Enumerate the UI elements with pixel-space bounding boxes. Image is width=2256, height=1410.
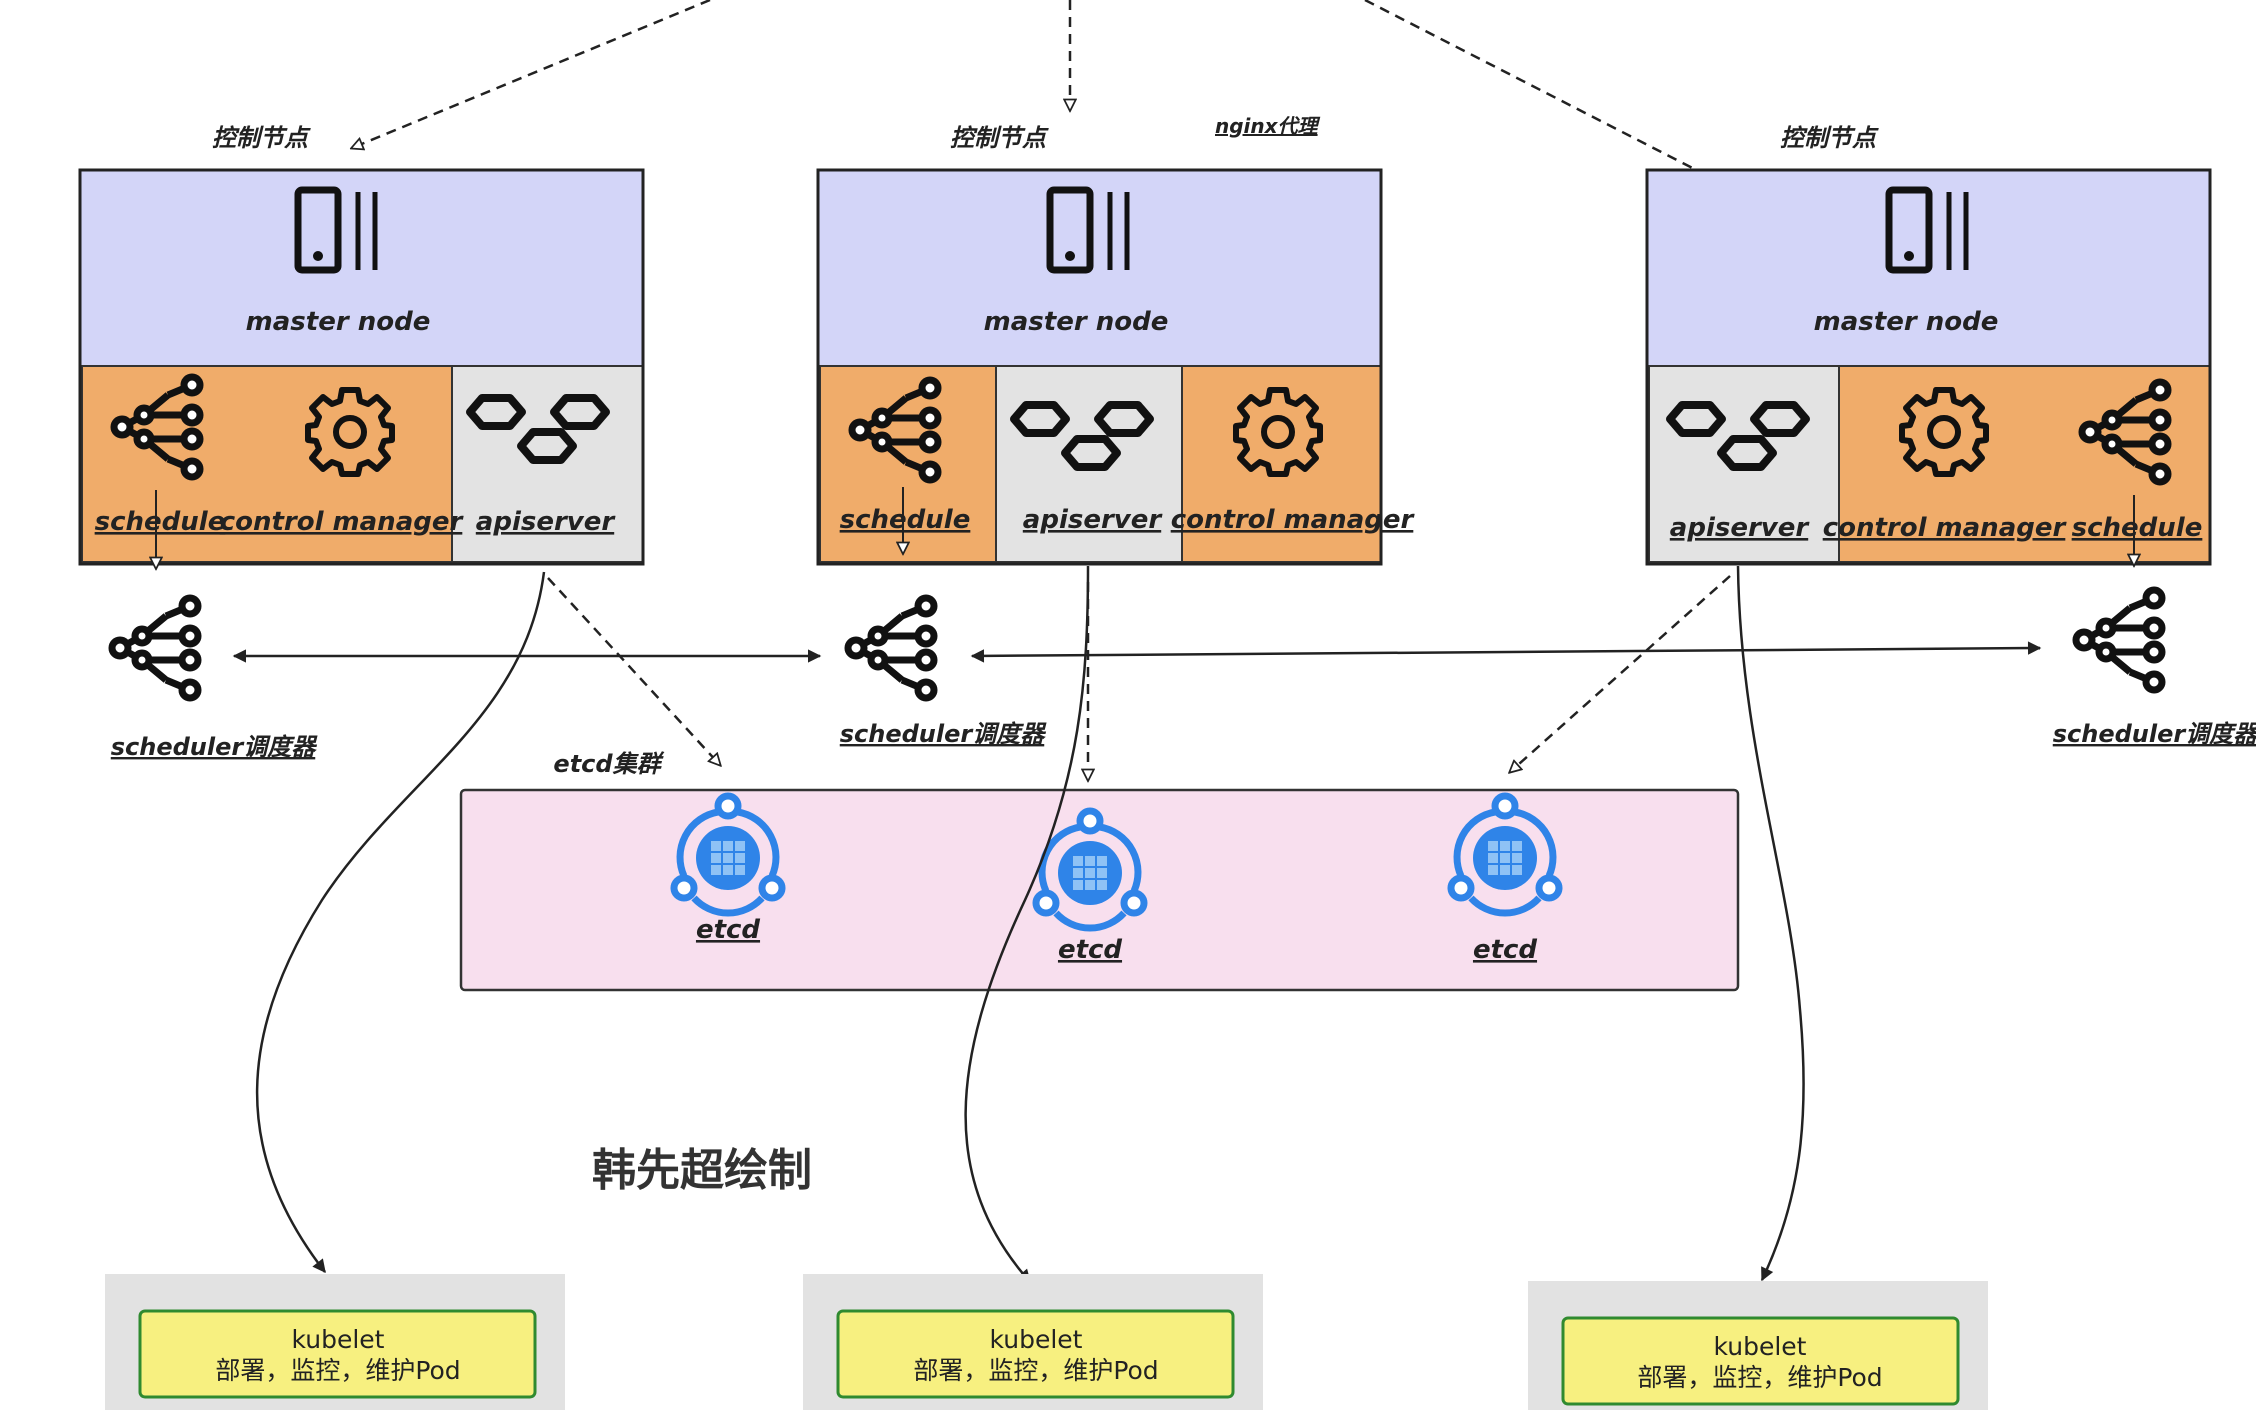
schedule-label[interactable]: schedule	[2072, 513, 2203, 543]
kubelet-box[interactable]	[138, 1309, 537, 1399]
kubelet-title: kubelet	[990, 1325, 1083, 1354]
master-header	[817, 169, 1382, 367]
master-node-1: master node schedule control manager api…	[78, 168, 645, 566]
scheduler-icon	[848, 598, 934, 698]
scheduler-label: scheduler调度器	[840, 720, 1047, 748]
worker-node-2: kubelet 部署，监控，维护Pod	[803, 1274, 1263, 1410]
master-node-label: master node	[246, 307, 431, 337]
kubelet-title: kubelet	[292, 1325, 385, 1354]
worker-node-3: kubelet 部署，监控，维护Pod	[1528, 1281, 1988, 1410]
kubelet-description: 部署，监控，维护Pod	[913, 1356, 1158, 1385]
etcd-node-1: etcd	[674, 796, 782, 945]
etcd-label: etcd	[696, 915, 760, 945]
scheduler-label: scheduler调度器	[2053, 720, 2256, 748]
scheduler-label: scheduler调度器	[111, 733, 318, 761]
kubelet-box[interactable]	[836, 1309, 1235, 1399]
nginx-proxy-label: nginx代理	[1215, 114, 1321, 138]
etcd-node-2: etcd	[1036, 811, 1144, 965]
etcd-node-3: etcd	[1451, 796, 1559, 965]
kubelet-description: 部署，监控，维护Pod	[1637, 1363, 1882, 1392]
scheduler-icon	[112, 598, 198, 698]
kubelet-box[interactable]	[1561, 1316, 1960, 1406]
apiserver-kubelet-links	[255, 565, 1805, 1284]
master-node-2: master node schedule apiserver control m…	[816, 168, 1416, 566]
etcd-label: etcd	[1058, 935, 1122, 965]
schedule-label[interactable]: schedule	[95, 507, 226, 537]
master-node-label: master node	[1814, 307, 1999, 337]
etcd-label: etcd	[1473, 935, 1537, 965]
control-manager-label[interactable]: control manager	[1171, 505, 1416, 535]
kubelet-title: kubelet	[1714, 1332, 1807, 1361]
control-manager-label[interactable]: control manager	[220, 507, 465, 537]
master-node-label: master node	[984, 307, 1169, 337]
component-box	[1181, 365, 1382, 563]
master-caption: 控制节点	[1780, 124, 1879, 152]
master-caption: 控制节点	[950, 124, 1049, 152]
apiserver-label[interactable]: apiserver	[1670, 513, 1811, 543]
apiserver-label[interactable]: apiserver	[1023, 505, 1164, 535]
apiserver-label[interactable]: apiserver	[476, 507, 617, 537]
apiserver-etcd-links	[547, 575, 1731, 780]
scheduler-icon	[2076, 590, 2162, 690]
control-manager-label[interactable]: control manager	[1823, 513, 2068, 543]
master-node-3: master node apiserver control manager sc…	[1645, 168, 2212, 566]
worker-node-1: kubelet 部署，监控，维护Pod	[105, 1274, 565, 1410]
scheduler-link	[970, 641, 2042, 663]
author-watermark: 韩先超绘制	[592, 1145, 812, 1196]
kubelet-description: 部署，监控，维护Pod	[215, 1356, 460, 1385]
schedule-label[interactable]: schedule	[840, 505, 971, 535]
etcd-cluster-label: etcd集群	[553, 750, 664, 778]
master-caption: 控制节点	[212, 124, 311, 152]
master-header	[79, 169, 644, 367]
